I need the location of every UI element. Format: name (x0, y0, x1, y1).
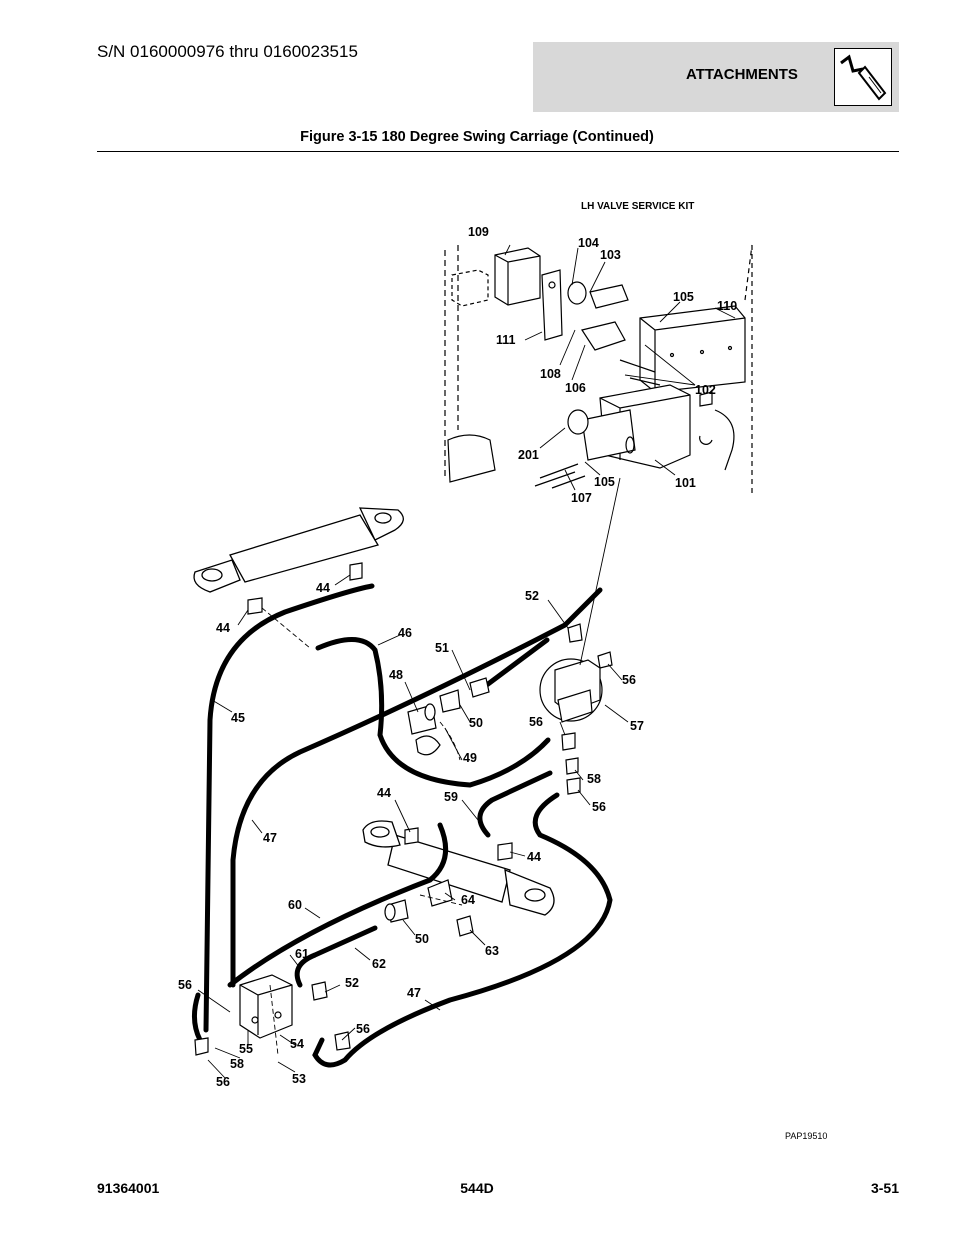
callout: 56 (178, 978, 192, 992)
callout: 102 (695, 383, 716, 397)
callout: 108 (540, 367, 561, 381)
callout: 101 (675, 476, 696, 490)
callout: 201 (518, 448, 539, 462)
callout: 44 (527, 850, 541, 864)
lower-cylinder (362, 820, 555, 916)
valve-block-lower (239, 974, 293, 1039)
hoses (192, 583, 613, 1068)
serial-range: S/N 0160000976 thru 0160023515 (97, 42, 358, 61)
drawing-code: PAP19510 (785, 1131, 827, 1141)
callout: 52 (525, 589, 539, 603)
callout: 61 (295, 947, 309, 961)
diagram-artwork (192, 244, 753, 1079)
callout: 49 (463, 751, 477, 765)
valve-block-upper (539, 658, 603, 723)
callout: 50 (415, 932, 429, 946)
callout: 106 (565, 381, 586, 395)
callout: 44 (377, 786, 391, 800)
callout: 107 (571, 491, 592, 505)
callout: 56 (216, 1075, 230, 1089)
callout: 55 (239, 1042, 253, 1056)
callout: 54 (290, 1037, 304, 1051)
callout: 47 (407, 986, 421, 1000)
kit-label: LH VALVE SERVICE KIT (581, 201, 694, 212)
callout: 45 (231, 711, 245, 725)
callout: 111 (496, 333, 516, 347)
section-title: ATTACHMENTS (686, 66, 798, 83)
callout: 56 (592, 800, 606, 814)
leader-lines (197, 244, 736, 1079)
callout: 58 (587, 772, 601, 786)
attachment-tool-icon (834, 48, 892, 106)
upper-cylinder (193, 507, 404, 593)
callout: 56 (529, 715, 543, 729)
callout: 44 (316, 581, 330, 595)
assembly-lines (261, 607, 463, 1056)
callout: 59 (444, 790, 458, 804)
fittings (194, 562, 613, 1056)
callout: 62 (372, 957, 386, 971)
callout: 56 (622, 673, 636, 687)
footer-part-number: 91364001 (97, 1180, 160, 1196)
callout: 57 (630, 719, 644, 733)
footer-page-number: 3-51 (870, 1180, 899, 1196)
callout: 46 (398, 626, 412, 640)
callout: 44 (216, 621, 230, 635)
callout: 50 (469, 716, 483, 730)
callout-labels: LH VALVE SERVICE KIT 109 104 103 105 110… (178, 201, 827, 1141)
title-rule (97, 151, 899, 152)
callout: 64 (461, 893, 475, 907)
callout: 48 (389, 668, 403, 682)
callout: 51 (435, 641, 449, 655)
callout: 109 (468, 225, 489, 239)
callout: 52 (345, 976, 359, 990)
callout: 58 (230, 1057, 244, 1071)
callout: 47 (263, 831, 277, 845)
figure-title: Figure 3-15 180 Degree Swing Carriage (C… (300, 129, 654, 145)
callout: 63 (485, 944, 499, 958)
callout: 105 (673, 290, 694, 304)
callout: 103 (600, 248, 621, 262)
callout: 53 (292, 1072, 306, 1086)
callout: 56 (356, 1022, 370, 1036)
callout: 110 (717, 299, 737, 313)
valve-kit-inset (444, 244, 753, 495)
footer-model: 544D (460, 1180, 494, 1196)
callout: 60 (288, 898, 302, 912)
callout: 104 (578, 236, 599, 250)
callout: 105 (594, 475, 615, 489)
